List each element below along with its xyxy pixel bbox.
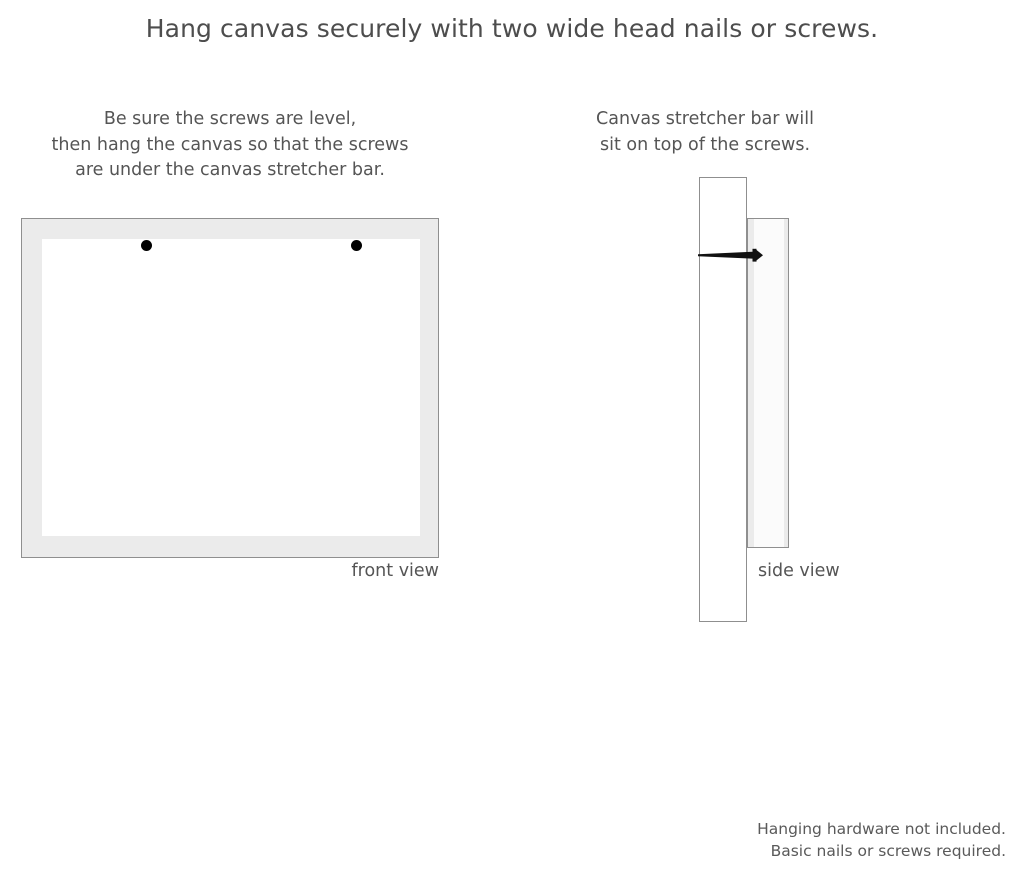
footer-line-2: Basic nails or screws required. [770,842,1006,860]
side-view-caption-line-2: sit on top of the screws. [599,134,811,155]
screw-head-dot-left [141,240,152,251]
front-view-caption: Be sure the screws are level, then hang … [20,107,440,184]
footer-line-1: Hanging hardware not included. [757,820,1006,838]
front-view-caption-line-2: then hang the canvas so that the screws [51,134,409,155]
side-view-canvas-face [754,219,784,547]
screw-icon [698,248,763,262]
side-view-caption-line-1: Canvas stretcher bar will [596,109,814,129]
side-view-label: side view [758,561,840,581]
front-view-canvas-frame [21,218,439,558]
front-view-caption-line-1: Be sure the screws are level, [103,109,357,129]
side-view-wall [699,177,747,622]
front-view-label: front view [351,561,440,581]
front-view-canvas-face [42,239,420,536]
footer-note: Hanging hardware not included. Basic nai… [757,818,1006,862]
screw-head-dot-right [351,240,362,251]
page-title: Hang canvas securely with two wide head … [145,14,879,43]
side-view-caption: Canvas stretcher bar will sit on top of … [560,107,850,158]
front-view-caption-line-3: are under the canvas stretcher bar. [75,160,385,180]
side-view-stretcher-bar [747,218,789,548]
